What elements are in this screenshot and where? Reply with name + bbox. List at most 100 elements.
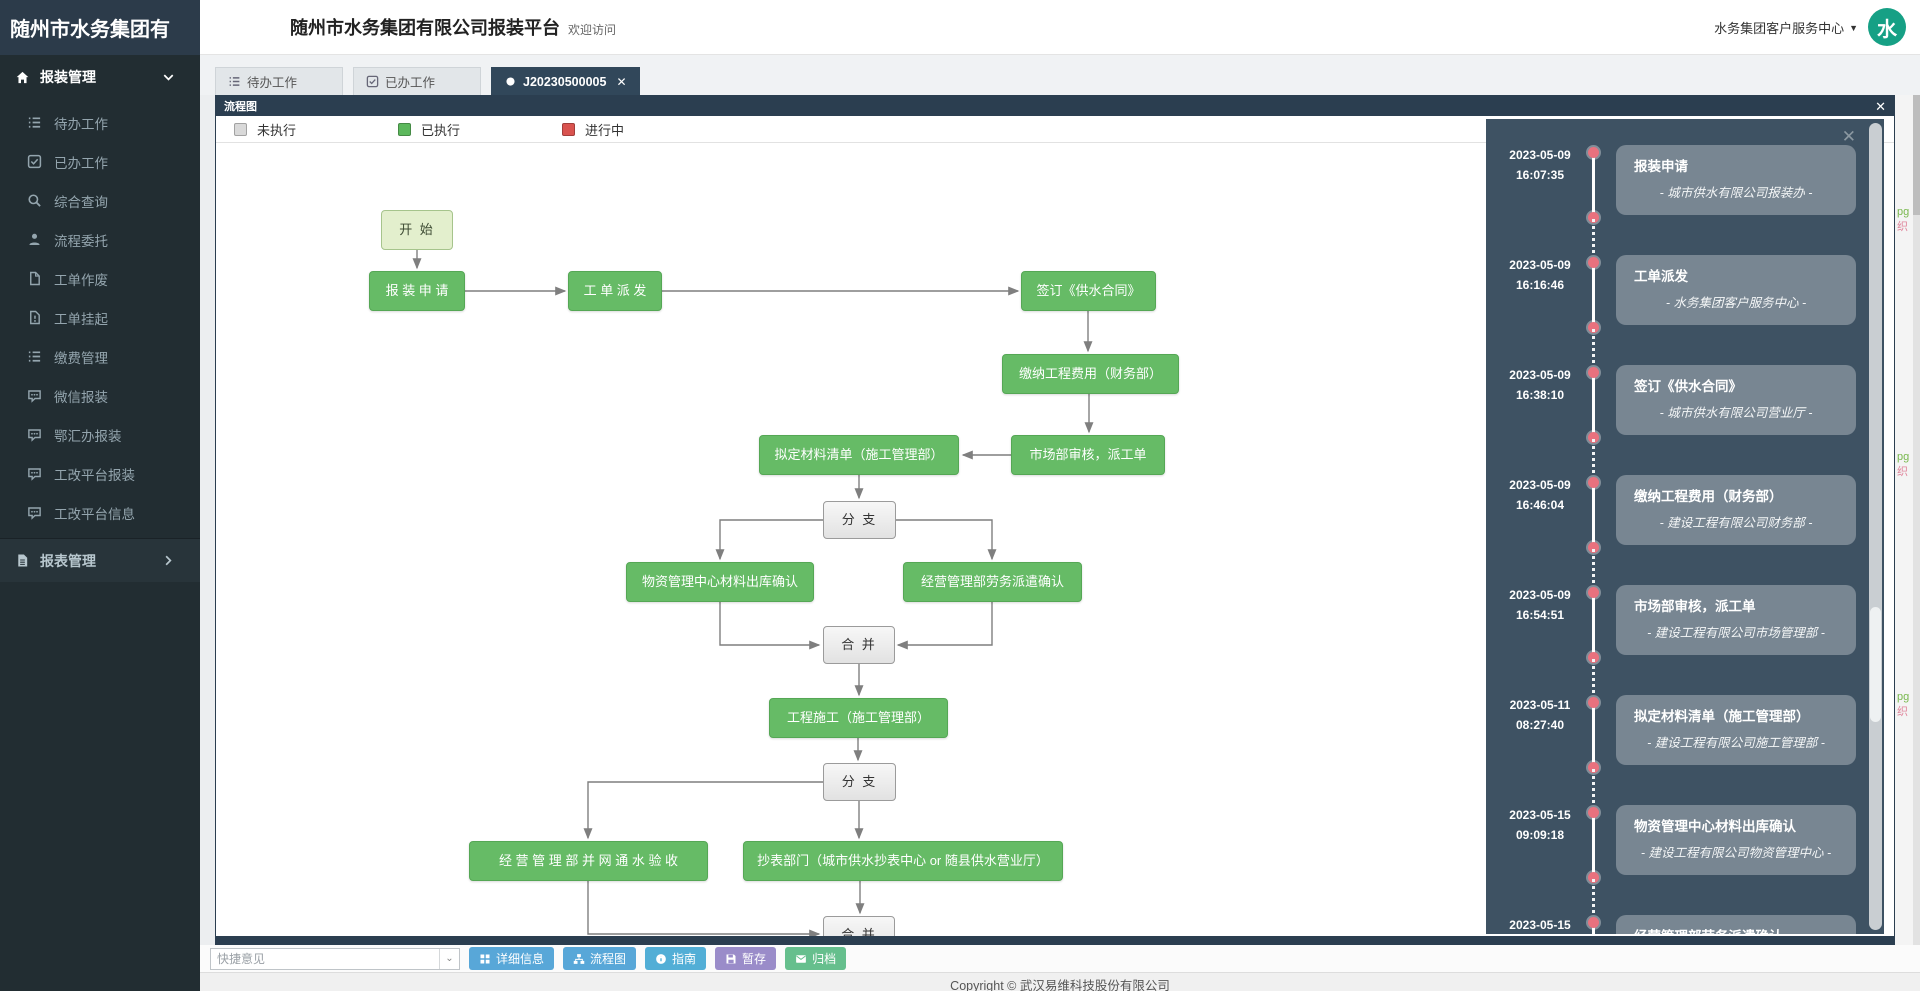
- timeline-scrollbar-thumb[interactable]: [1870, 607, 1881, 723]
- timeline-dot: [1588, 477, 1599, 488]
- flow-node[interactable]: 经营管理部劳务派遣确认: [903, 562, 1082, 602]
- timeline-step-title: 报装申请: [1634, 159, 1688, 174]
- timeline-scrollbar[interactable]: [1869, 123, 1882, 930]
- timeline-dot: [1588, 147, 1599, 158]
- flow-node[interactable]: 报 装 申 请: [369, 271, 465, 311]
- tab-label: 待办工作: [247, 76, 298, 90]
- timeline-card[interactable]: 物资管理中心材料出库确认- 建设工程有限公司物资管理中心 -: [1616, 805, 1856, 875]
- sitemap-icon: [573, 953, 585, 965]
- comment-icon: [26, 388, 42, 404]
- check-square-icon: [26, 154, 42, 170]
- 详细信息-button[interactable]: 详细信息: [469, 947, 555, 970]
- timeline-dot: [1588, 212, 1599, 223]
- sidebar-item-label: 综合查询: [54, 194, 108, 210]
- tab-J20230500005[interactable]: J20230500005 ✕: [491, 67, 640, 95]
- sidebar-item[interactable]: 待办工作: [0, 103, 200, 142]
- flow-node[interactable]: 开 始: [381, 210, 453, 250]
- sidebar-item[interactable]: 工改平台信息: [0, 493, 200, 532]
- sidebar-item-label: 缴费管理: [54, 350, 108, 366]
- tab-label: J20230500005: [523, 74, 607, 89]
- caret-down-icon[interactable]: ▼: [1849, 23, 1858, 33]
- modal-bottom-bar: [216, 936, 1894, 944]
- sidebar-item[interactable]: 工单挂起: [0, 298, 200, 337]
- flow-node[interactable]: 签订《供水合同》: [1021, 271, 1156, 311]
- timeline-dot: [1588, 807, 1599, 818]
- timeline-step-dept: - 建设工程有限公司财务部 -: [1659, 516, 1813, 530]
- 暂存-button[interactable]: 暂存: [715, 947, 777, 970]
- 归档-button[interactable]: 归档: [785, 947, 847, 970]
- 流程图-button[interactable]: 流程图: [563, 947, 637, 970]
- legend-item: 已执行: [398, 120, 460, 139]
- flow-node[interactable]: 物资管理中心材料出库确认: [626, 562, 814, 602]
- flow-diagram-modal: 流程图 ✕ 未执行已执行进行中 开 始报 装 申 请工 单 派 发签订《供水合同…: [215, 95, 1895, 945]
- timeline-card[interactable]: 缴纳工程费用（财务部）- 建设工程有限公司财务部 -: [1616, 475, 1856, 545]
- timeline-card[interactable]: 报装申请- 城市供水有限公司报装办 -: [1616, 145, 1856, 215]
- tab-close-icon[interactable]: ✕: [616, 74, 627, 89]
- timeline-close-icon[interactable]: ✕: [1841, 127, 1856, 146]
- timeline-step-dept: - 水务集团客户服务中心 -: [1665, 296, 1807, 310]
- flow-node[interactable]: 经 营 管 理 部 并 网 通 水 验 收: [469, 841, 708, 881]
- flow-node[interactable]: 工 单 派 发: [568, 271, 662, 311]
- save-icon: [725, 953, 737, 965]
- timeline-dot: [1588, 697, 1599, 708]
- sidebar-section-reports[interactable]: 报表管理: [0, 538, 200, 582]
- legend-swatch: [234, 122, 247, 136]
- sidebar-section-baozhuang[interactable]: 报装管理: [0, 55, 200, 99]
- 指南-button[interactable]: 指南: [645, 947, 707, 970]
- sidebar-item[interactable]: 已办工作: [0, 142, 200, 181]
- list-icon: [26, 349, 42, 365]
- sidebar-item[interactable]: 工改平台报装: [0, 454, 200, 493]
- flow-node[interactable]: 缴纳工程费用（财务部）: [1002, 354, 1179, 394]
- modal-header: 流程图 ✕: [216, 96, 1894, 116]
- sidebar-item[interactable]: 综合查询: [0, 181, 200, 220]
- avatar[interactable]: 水: [1868, 8, 1906, 46]
- info-icon: [655, 953, 667, 965]
- timeline-card[interactable]: 市场部审核，派工单- 建设工程有限公司市场管理部 -: [1616, 585, 1856, 655]
- flow-node[interactable]: 抄表部门（城市供水抄表中心 or 随县供水营业厅）: [743, 841, 1063, 881]
- welcome-text: 欢迎访问: [568, 22, 617, 37]
- flow-node-label: 分 支: [841, 511, 878, 527]
- timeline-card[interactable]: 经营管理部劳务派遣确认: [1616, 915, 1856, 934]
- sidebar-item-label: 已办工作: [54, 155, 108, 171]
- sidebar-item[interactable]: 微信报装: [0, 376, 200, 415]
- tab-待办工作[interactable]: 待办工作: [215, 67, 343, 95]
- sidebar: 随州市水务集团有 报装管理 待办工作已办工作综合查询流程委托工单作废工单挂起缴费…: [0, 0, 200, 991]
- timeline-card[interactable]: 工单派发- 水务集团客户服务中心 -: [1616, 255, 1856, 325]
- timeline-card[interactable]: 签订《供水合同》- 城市供水有限公司营业厅 -: [1616, 365, 1856, 435]
- timeline-step-title: 签订《供水合同》: [1634, 379, 1742, 394]
- flow-node[interactable]: 市场部审核，派工单: [1011, 435, 1165, 475]
- user-menu[interactable]: 水务集团客户服务中心: [1714, 20, 1845, 36]
- page-scrollbar[interactable]: [1913, 95, 1920, 945]
- button-label: 流程图: [590, 952, 627, 966]
- timeline-step-title: 经营管理部劳务派遣确认: [1634, 925, 1838, 934]
- flow-node[interactable]: 分 支: [823, 501, 896, 539]
- sidebar-item-label: 鄂汇办报装: [54, 428, 122, 444]
- quick-opinion-select[interactable]: 快捷意见 ⌄: [210, 947, 460, 970]
- flow-node-label: 签订《供水合同》: [1036, 282, 1141, 298]
- file-icon: [26, 271, 42, 287]
- timeline-card[interactable]: 拟定材料清单（施工管理部）- 建设工程有限公司施工管理部 -: [1616, 695, 1856, 765]
- sidebar-item[interactable]: 缴费管理: [0, 337, 200, 376]
- sidebar-item[interactable]: 鄂汇办报装: [0, 415, 200, 454]
- timeline-dot: [1588, 542, 1599, 553]
- legend-label: 进行中: [585, 122, 625, 138]
- flow-node[interactable]: 分 支: [823, 763, 896, 801]
- sidebar-item[interactable]: 工单作废: [0, 259, 200, 298]
- tab-已办工作[interactable]: 已办工作: [353, 67, 481, 95]
- home-icon: [14, 69, 30, 85]
- sidebar-item[interactable]: 流程委托: [0, 220, 200, 259]
- page-scrollbar-thumb[interactable]: [1913, 95, 1920, 215]
- flow-node[interactable]: 合 并: [823, 916, 895, 936]
- flow-node[interactable]: 工程施工（施工管理部）: [769, 698, 948, 738]
- modal-close-icon[interactable]: ✕: [1875, 98, 1886, 114]
- flow-node[interactable]: 合 并: [823, 626, 895, 664]
- sidebar-report-label: 报表管理: [40, 552, 96, 569]
- flow-node[interactable]: 拟定材料清单（施工管理部）: [759, 435, 959, 475]
- flow-node-label: 市场部审核，派工单: [1029, 446, 1147, 462]
